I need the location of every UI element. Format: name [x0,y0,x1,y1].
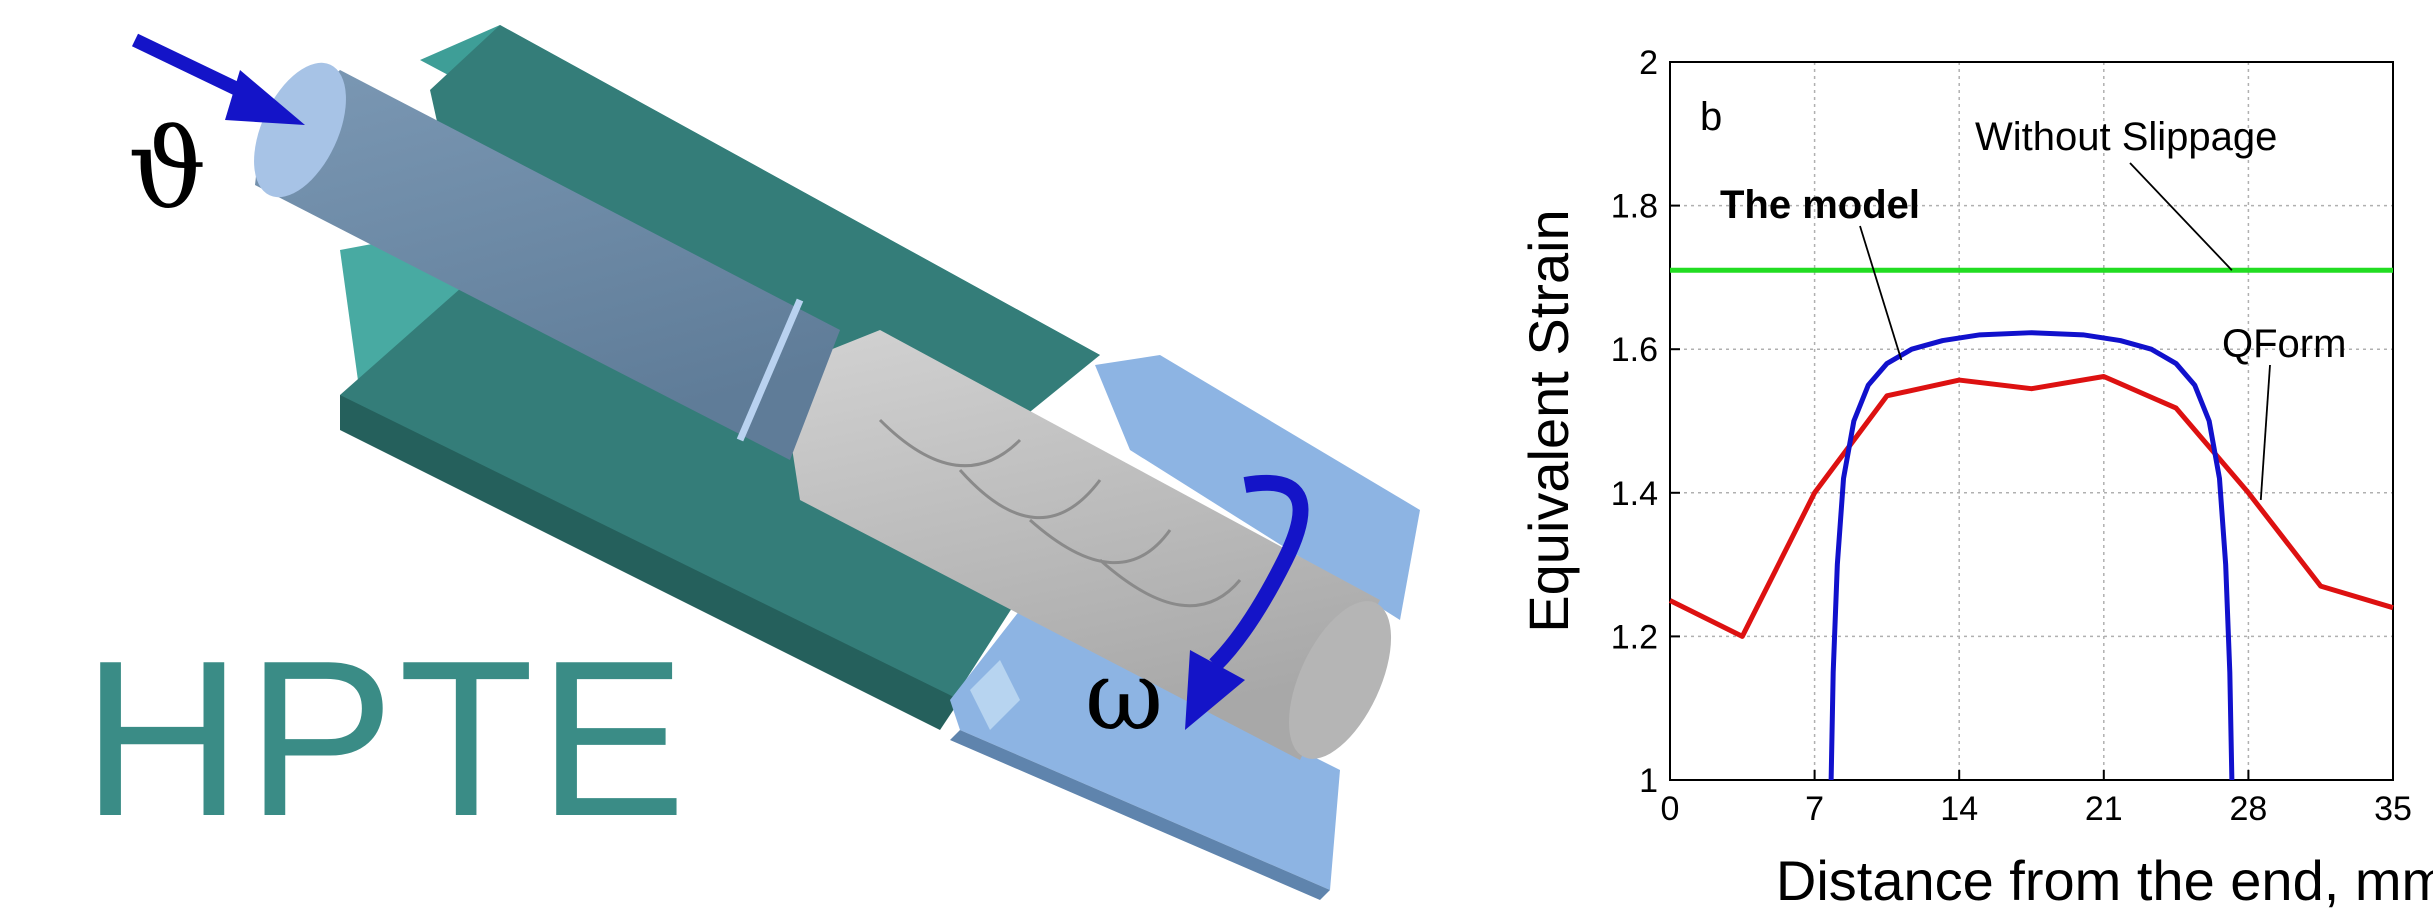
y-tick-label: 1.2 [1611,618,1658,656]
rotation-arrow-arc [1209,474,1309,671]
container [340,25,1100,730]
y-axis-label: Equivalent Strain [1517,209,1580,632]
container-bottom-face [340,395,960,730]
annotation-the-model: The model [1720,183,1920,227]
leader-qform [2259,364,2271,501]
hpte-title: HPTE [82,615,691,863]
series-lines [1668,267,2394,781]
plunger-ring [736,298,804,442]
x-tick-label: 35 [2374,790,2412,828]
theta-symbol-label: ϑ [128,105,207,233]
x-tick-label: 21 [2085,790,2123,828]
hpte-illustration [131,25,1420,900]
panel-label: b [1700,95,1722,139]
annotation-without-slippage: Without Slippage [1975,115,2277,159]
plot-frame [1669,61,2394,781]
container-lower-wall [340,280,1030,720]
container-upper-wall [430,25,1100,420]
annotation-qform: QForm [2222,322,2346,366]
omega-symbol-label: ω [1085,640,1164,752]
rotation-arrow [1185,474,1309,730]
plunger-body [255,70,840,460]
y-tick-label: 1 [1639,762,1658,800]
die-rim [970,660,1020,730]
grid-lines [1669,61,2394,781]
pressure-arrow [131,33,305,125]
die-lower-side [950,730,1330,900]
rotation-arrow-head [1185,650,1245,730]
x-tick-label: 7 [1805,790,1824,828]
series-line-qform [1668,373,2394,639]
y-tick-label: 1.6 [1611,331,1658,369]
plunger-end-face [254,62,346,198]
x-tick-label: 14 [1940,790,1978,828]
series-line-the-model [1828,330,2235,781]
x-axis-label: Distance from the end, mm [1776,849,2433,912]
billet-twist-lines [878,418,1242,608]
pressure-arrow-head [225,70,305,125]
billet-end [1288,601,1392,759]
axis-ticks: 0 7 14 21 28 35 1 1.2 1.4 1.6 1.8 2 [1611,44,2412,828]
y-tick-label: 1.8 [1611,188,1658,226]
leader-without-slippage [2129,162,2233,271]
plunger [254,62,840,460]
annotation-leaders [1859,162,2271,501]
strain-chart: 0 7 14 21 28 35 1 1.2 1.4 1.6 1.8 2 b Without Slipp… [1517,44,2433,912]
y-tick-label: 1.4 [1611,475,1658,513]
leader-the-model [1859,225,1903,361]
die-lower-front [950,610,1340,890]
x-tick-label: 28 [2229,790,2267,828]
y-tick-label: 2 [1639,44,1658,82]
x-tick-label: 0 [1661,790,1680,828]
